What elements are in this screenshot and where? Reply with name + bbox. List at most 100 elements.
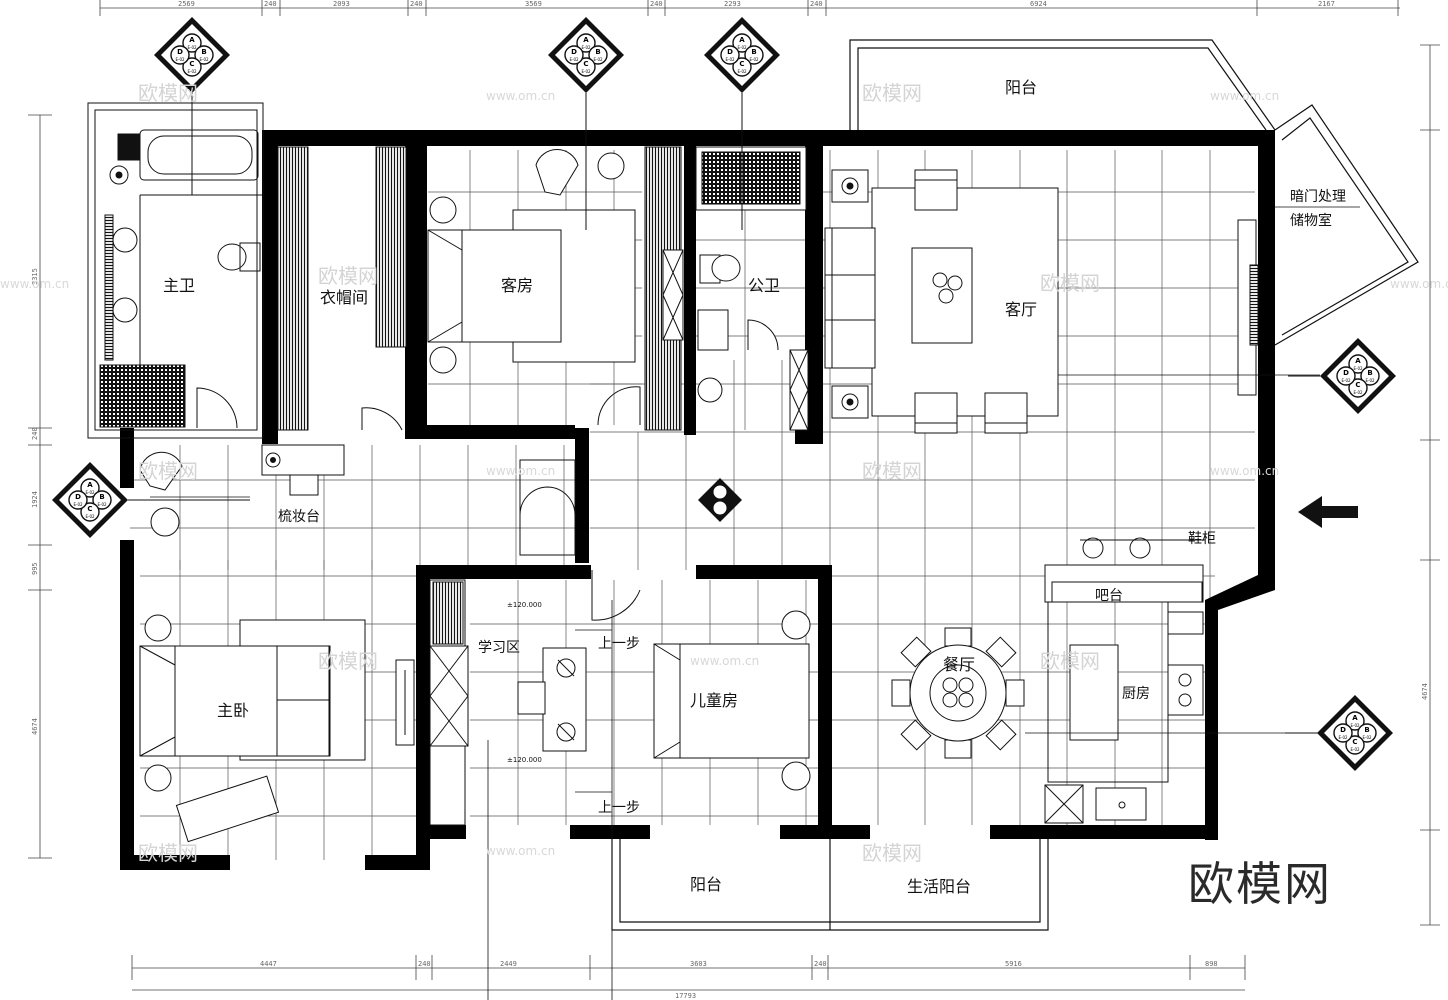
dim-top-4: 240 xyxy=(410,0,423,8)
index-symbol-letter: C xyxy=(189,60,194,68)
index-symbol-code: E-02 xyxy=(199,57,209,62)
watermarks: 欧模网 欧模网 欧模网 欧模网 欧模网 欧模网 欧模网 欧模网 欧模网 欧模网 … xyxy=(0,81,1448,865)
guest-room-fixtures xyxy=(427,146,684,431)
label-balcony-top: 阳台 xyxy=(1005,78,1037,97)
dim-bottom-6: 5916 xyxy=(1005,960,1022,968)
index-symbol-code: E-02 xyxy=(1338,735,1348,740)
index-symbol-code: E-02 xyxy=(1365,378,1375,383)
watermark-10: 欧模网 xyxy=(862,841,922,865)
watermark-2: 欧模网 xyxy=(862,81,922,105)
index-symbol-letter: B xyxy=(1367,369,1372,377)
room-labels: 阳台 主卫 衣帽间 客房 公卫 客厅 暗门处理 储物室 梳妆台 主卧 学习区 上… xyxy=(163,78,1360,896)
index-symbol-code: E-02 xyxy=(1353,390,1363,395)
label-storage-room: 储物室 xyxy=(1290,212,1332,229)
index-symbol-letter: D xyxy=(1343,369,1349,377)
watermark-url-8: www.om.cn xyxy=(1390,277,1448,291)
master-bath-fixtures xyxy=(87,102,264,439)
entrance-arrow-icon xyxy=(1298,496,1358,528)
label-guest-room: 客房 xyxy=(501,276,533,295)
label-dining: 餐厅 xyxy=(943,655,975,674)
label-vanity: 梳妆台 xyxy=(278,509,320,525)
index-symbol-letter: B xyxy=(1364,726,1369,734)
index-symbol-code: E-02 xyxy=(1350,747,1360,752)
label-step-up-1: 上一步 xyxy=(598,636,640,652)
dim-top-9: 6924 xyxy=(1030,0,1047,8)
dim-top-1: 2569 xyxy=(178,0,195,8)
index-symbol-letter: B xyxy=(201,48,206,56)
closet-fixtures xyxy=(277,146,407,431)
index-symbol-letter: A xyxy=(583,36,589,44)
dim-top-6: 240 xyxy=(650,0,663,8)
dim-bottom-4: 3603 xyxy=(690,960,707,968)
index-symbol-code: E-02 xyxy=(737,45,747,50)
label-study: 学习区 xyxy=(478,640,520,656)
index-symbol-letter: D xyxy=(727,48,733,56)
dim-bottom-7: 898 xyxy=(1205,960,1218,968)
label-balcony-bottom: 阳台 xyxy=(690,875,722,894)
dim-left-1: 3315 xyxy=(31,268,39,285)
index-symbol-code: E-02 xyxy=(1353,366,1363,371)
dining-table xyxy=(891,627,1025,759)
brand-logo: 欧模网 xyxy=(1188,857,1332,911)
dim-top-7: 2293 xyxy=(724,0,741,8)
watermark-url-7: www.om.cn xyxy=(0,277,69,291)
study-kids-furniture xyxy=(429,579,811,1000)
master-bedroom-furniture xyxy=(139,614,415,843)
index-symbols: AE-02BE-02CE-02DE-02AE-02BE-02CE-02DE-02… xyxy=(52,17,1396,771)
index-symbol-code: E-02 xyxy=(749,57,759,62)
index-symbol-code: E-02 xyxy=(581,45,591,50)
watermark-4: 欧模网 xyxy=(1040,271,1100,295)
dim-bottom-1: 4447 xyxy=(260,960,277,968)
balcony-top-outline xyxy=(849,39,1419,346)
index-symbol-letter: C xyxy=(1355,381,1360,389)
dim-right-1: 4674 xyxy=(1421,683,1429,700)
dim-bottom-5: 240 xyxy=(814,960,827,968)
dim-left-3: 1924 xyxy=(31,491,39,508)
index-symbol-code: E-02 xyxy=(593,57,603,62)
dim-bottom-3: 2449 xyxy=(500,960,517,968)
index-symbol-letter: D xyxy=(571,48,577,56)
index-symbol-letter: A xyxy=(87,481,93,489)
label-kids-room: 儿童房 xyxy=(690,691,738,710)
index-symbol-letter: C xyxy=(583,60,588,68)
dim-left-4: 995 xyxy=(31,562,39,575)
index-symbol-code: E-02 xyxy=(187,69,197,74)
watermark-url-2: www.om.cn xyxy=(1210,89,1279,103)
label-shoe-cabinet: 鞋柜 xyxy=(1188,531,1216,547)
index-symbol-code: E-02 xyxy=(737,69,747,74)
dim-bottom-total: 17793 xyxy=(675,992,696,1000)
dimension-texts: 2569 240 2093 240 3569 240 2293 240 6924… xyxy=(31,0,1429,1000)
index-symbol-code: E-02 xyxy=(73,502,83,507)
watermark-url-4: www.om.cn xyxy=(1210,464,1279,478)
label-bar: 吧台 xyxy=(1095,588,1123,604)
index-symbol-small-icon xyxy=(698,478,742,522)
index-symbol-code: E-02 xyxy=(85,490,95,495)
index-symbol-code: E-02 xyxy=(725,57,735,62)
index-symbol-code: E-02 xyxy=(187,45,197,50)
dim-left-5: 4674 xyxy=(31,718,39,735)
dim-bottom-2: 240 xyxy=(418,960,431,968)
balcony-bottom-outline xyxy=(611,830,1049,931)
label-kitchen: 厨房 xyxy=(1122,686,1150,702)
watermark-url-3: www.om.cn xyxy=(486,464,555,478)
label-public-bath: 公卫 xyxy=(748,276,780,295)
index-symbol-letter: D xyxy=(75,493,81,501)
dim-top-8: 240 xyxy=(810,0,823,8)
watermark-6: 欧模网 xyxy=(138,459,198,483)
index-symbol-letter: C xyxy=(1352,738,1357,746)
index-symbol-code: E-02 xyxy=(97,502,107,507)
dining-kitchen-fixtures xyxy=(891,537,1320,824)
index-symbol-letter: B xyxy=(751,48,756,56)
dim-left-2: 240 xyxy=(31,427,39,440)
label-living-room: 客厅 xyxy=(1005,300,1037,319)
index-symbol-code: E-02 xyxy=(569,57,579,62)
index-symbol-code: E-02 xyxy=(85,514,95,519)
dimension-lines xyxy=(28,0,1440,991)
watermark-9: 欧模网 xyxy=(138,841,198,865)
index-symbol-code: E-02 xyxy=(1362,735,1372,740)
index-symbol-letter: D xyxy=(177,48,183,56)
